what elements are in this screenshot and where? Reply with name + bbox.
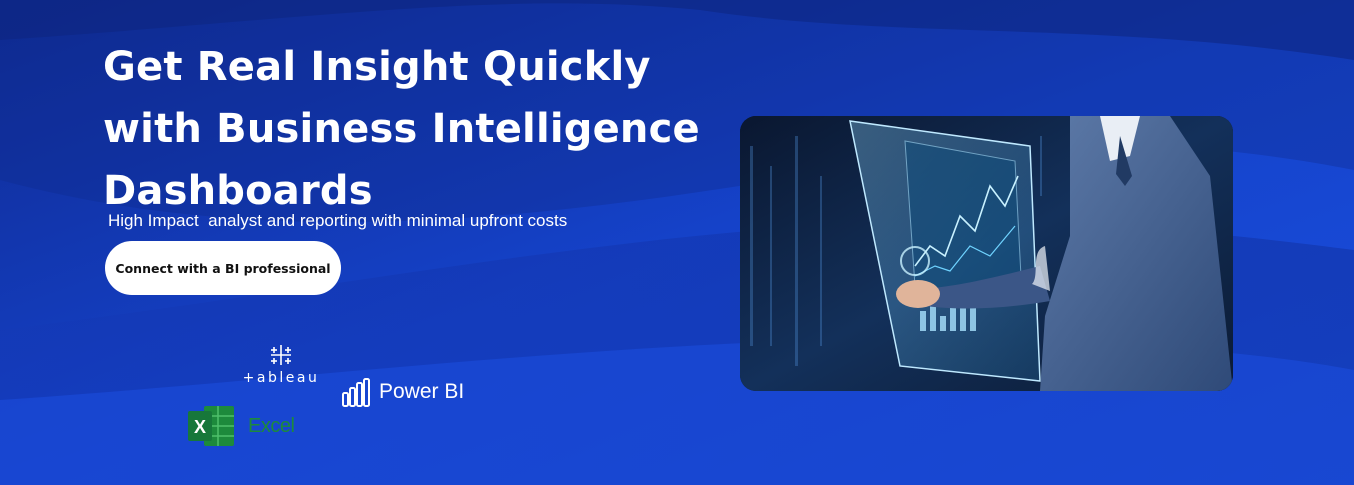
connect-bi-professional-button[interactable]: Connect with a BI professional: [105, 241, 341, 295]
businessman-dashboard-illustration: [740, 116, 1233, 391]
svg-text:X: X: [194, 417, 206, 437]
tableau-icon: [271, 345, 291, 365]
powerbi-icon: [342, 378, 370, 407]
powerbi-wordmark: Power BI: [379, 380, 465, 403]
excel-icon: X: [188, 406, 234, 446]
tableau-wordmark: +ableau: [242, 370, 320, 386]
excel-wordmark: Excel: [248, 415, 295, 437]
tableau-logo: +ableau: [238, 344, 324, 390]
businessman-dashboard-photo: [740, 116, 1233, 391]
subheading: High Impact analyst and reporting with m…: [108, 211, 568, 230]
headline: Get Real Insight Quickly with Business I…: [103, 44, 700, 214]
